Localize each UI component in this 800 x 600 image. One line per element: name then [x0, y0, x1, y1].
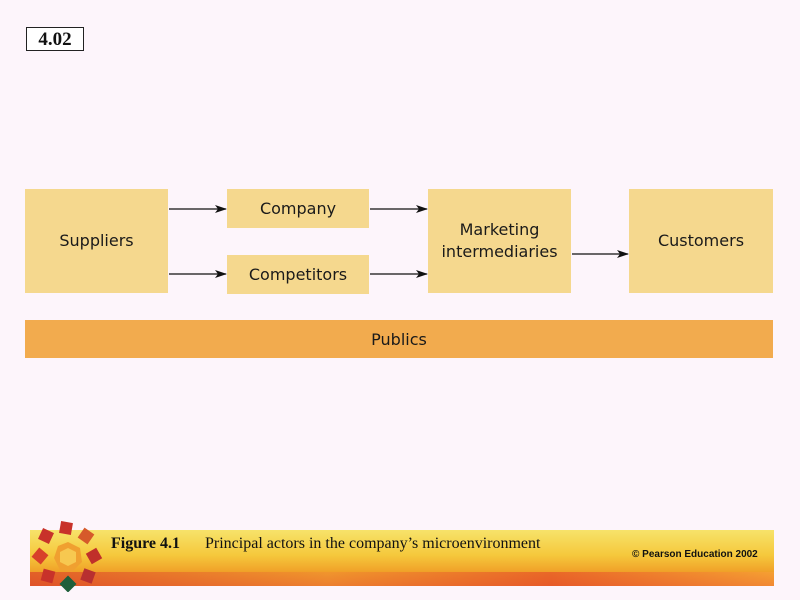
customers-node: Customers	[629, 189, 773, 293]
figure-label: Figure 4.1	[111, 535, 181, 552]
competitors-node: Competitors	[227, 255, 369, 294]
slide-number: 4.02	[26, 27, 84, 51]
marketing-intermediaries-node: Marketing intermediaries	[428, 189, 571, 293]
pearson-logo-icon	[31, 521, 103, 592]
company-node: Company	[227, 189, 369, 228]
publics-bar: Publics	[25, 320, 773, 358]
figure-caption: Principal actors in the company’s microe…	[205, 535, 541, 552]
footer-banner	[30, 530, 774, 586]
copyright-text: © Pearson Education 2002	[632, 549, 758, 560]
suppliers-node: Suppliers	[25, 189, 168, 293]
